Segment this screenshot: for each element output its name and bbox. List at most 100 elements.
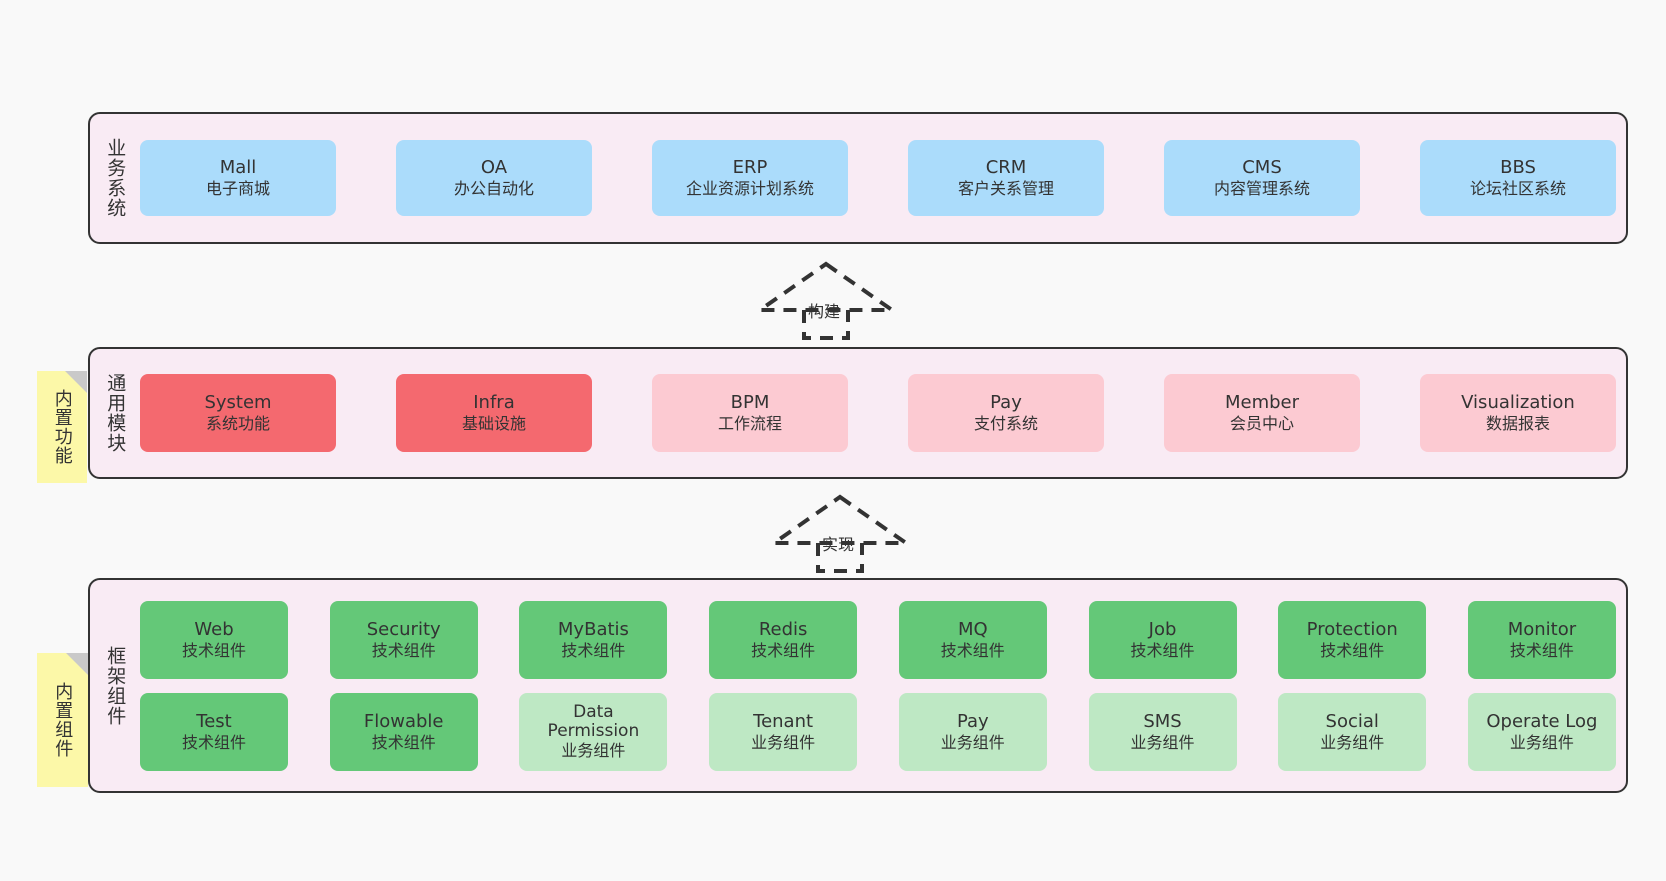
build-arrow-shape: [753, 261, 899, 340]
note-fold-corner-icon: [66, 653, 88, 675]
module-cn-label: 基础设施: [461, 414, 526, 434]
component-en-label: SMS: [1143, 710, 1182, 732]
component-en-label: Tenant: [753, 710, 814, 732]
component-cn-label: 业务组件: [1509, 732, 1574, 752]
module-box-bbs[interactable]: BBS 论坛社区系统: [1420, 140, 1616, 216]
module-cn-label: 支付系统: [973, 414, 1038, 434]
component-box-pay[interactable]: Pay 业务组件: [898, 692, 1047, 771]
common-modules-row: System 系统功能 Infra 基础设施 BPM 工作流程 Pay 支付系统…: [140, 374, 1616, 452]
module-en-label: OA: [480, 157, 508, 179]
component-en-label: Data Permission: [547, 701, 640, 741]
framework-business-row: Test 技术组件 Flowable 技术组件 Data Permission …: [140, 692, 1616, 771]
component-box-web[interactable]: Web 技术组件: [140, 600, 288, 679]
module-box-pay[interactable]: Pay 支付系统: [908, 374, 1104, 452]
sticky-note-label: 内置功能: [51, 389, 73, 465]
component-en-label: Web: [194, 618, 234, 640]
module-en-label: Visualization: [1461, 392, 1575, 414]
layer-business-systems: 业务系统 Mall 电子商城 OA 办公自动化 ERP 企业资源计划系统 CRM: [88, 112, 1628, 244]
module-cn-label: 电子商城: [205, 179, 270, 199]
module-en-label: Member: [1224, 392, 1300, 414]
module-box-crm[interactable]: CRM 客户关系管理: [908, 140, 1104, 216]
component-cn-label: 业务组件: [1130, 732, 1195, 752]
implement-arrow-label: 实现: [822, 535, 855, 554]
component-cn-label: 技术组件: [1509, 640, 1574, 660]
component-cn-label: 技术组件: [751, 640, 816, 660]
framework-technical-row: Web 技术组件 Security 技术组件 MyBatis 技术组件 Redi…: [140, 600, 1616, 679]
component-box-job[interactable]: Job 技术组件: [1088, 600, 1237, 679]
component-box-sms[interactable]: SMS 业务组件: [1088, 692, 1237, 771]
component-en-label: Monitor: [1507, 618, 1577, 640]
build-arrow: 构建: [753, 261, 899, 342]
module-box-oa[interactable]: OA 办公自动化: [396, 140, 592, 216]
component-cn-label: 技术组件: [371, 732, 436, 752]
module-box-bpm[interactable]: BPM 工作流程: [652, 374, 848, 452]
component-cn-label: 技术组件: [940, 640, 1005, 660]
component-cn-label: 业务组件: [751, 732, 816, 752]
component-box-mybatis[interactable]: MyBatis 技术组件: [519, 600, 668, 679]
note-fold-corner-icon: [65, 371, 87, 393]
module-en-label: Infra: [473, 392, 515, 414]
implement-arrow: 实现: [767, 494, 913, 575]
module-en-label: Mall: [219, 157, 257, 179]
component-cn-label: 业务组件: [561, 740, 626, 760]
component-box-monitor[interactable]: Monitor 技术组件: [1467, 600, 1616, 679]
module-en-label: System: [204, 392, 272, 414]
module-box-erp[interactable]: ERP 企业资源计划系统: [652, 140, 848, 216]
module-en-label: Pay: [990, 392, 1022, 414]
component-en-label: Redis: [758, 618, 808, 640]
layer-title-business-systems: 业务系统: [104, 138, 127, 218]
module-cn-label: 内容管理系统: [1213, 179, 1310, 199]
component-box-operate-log[interactable]: Operate Log 业务组件: [1467, 692, 1616, 771]
layer-title-framework-components: 框架组件: [104, 645, 127, 726]
component-box-tenant[interactable]: Tenant 业务组件: [709, 692, 858, 771]
component-cn-label: 技术组件: [561, 640, 626, 660]
module-box-system[interactable]: System 系统功能: [140, 374, 336, 452]
module-cn-label: 工作流程: [717, 414, 782, 434]
component-en-label: Job: [1148, 618, 1177, 640]
component-en-label: Pay: [956, 710, 989, 732]
component-en-label: Protection: [1306, 618, 1398, 640]
layer-title-common-modules: 通用模块: [104, 373, 127, 453]
component-en-label: MyBatis: [557, 618, 629, 640]
layer-body-common-modules: System 系统功能 Infra 基础设施 BPM 工作流程 Pay 支付系统…: [140, 349, 1626, 477]
component-box-protection[interactable]: Protection 技术组件: [1278, 600, 1427, 679]
module-cn-label: 办公自动化: [453, 179, 534, 199]
implement-arrow-shape: [767, 494, 913, 573]
module-box-mall[interactable]: Mall 电子商城: [140, 140, 336, 216]
module-box-infra[interactable]: Infra 基础设施: [396, 374, 592, 452]
component-box-redis[interactable]: Redis 技术组件: [709, 600, 858, 679]
module-en-label: ERP: [732, 157, 768, 179]
module-en-label: CRM: [985, 157, 1027, 179]
module-en-label: BPM: [730, 392, 770, 414]
component-box-social[interactable]: Social 业务组件: [1278, 692, 1427, 771]
component-box-data-permission[interactable]: Data Permission 业务组件: [519, 692, 668, 771]
layer-common-modules: 通用模块 System 系统功能 Infra 基础设施 BPM 工作流程 Pay: [88, 347, 1628, 479]
module-cn-label: 客户关系管理: [957, 179, 1054, 199]
module-cn-label: 企业资源计划系统: [685, 179, 814, 199]
component-box-test[interactable]: Test 技术组件: [140, 692, 288, 771]
sticky-note-builtin-components: 内置组件: [37, 653, 88, 787]
module-box-member[interactable]: Member 会员中心: [1164, 374, 1360, 452]
component-box-security[interactable]: Security 技术组件: [329, 600, 478, 679]
component-en-label: Operate Log: [1486, 710, 1598, 732]
component-box-flowable[interactable]: Flowable 技术组件: [329, 692, 478, 771]
module-cn-label: 会员中心: [1229, 414, 1294, 434]
component-cn-label: 业务组件: [1320, 732, 1385, 752]
sticky-note-label: 内置组件: [52, 682, 74, 758]
module-box-cms[interactable]: CMS 内容管理系统: [1164, 140, 1360, 216]
component-cn-label: 技术组件: [371, 640, 436, 660]
module-en-label: BBS: [1500, 157, 1536, 179]
component-cn-label: 业务组件: [940, 732, 1005, 752]
sticky-note-builtin-features: 内置功能: [37, 371, 87, 483]
component-en-label: Social: [1325, 710, 1379, 732]
module-en-label: CMS: [1242, 157, 1282, 179]
module-box-visualization[interactable]: Visualization 数据报表: [1420, 374, 1616, 452]
module-cn-label: 系统功能: [205, 414, 270, 434]
component-en-label: Security: [366, 618, 441, 640]
layer-body-framework-components: Web 技术组件 Security 技术组件 MyBatis 技术组件 Redi…: [140, 580, 1626, 791]
component-cn-label: 技术组件: [1320, 640, 1385, 660]
component-en-label: MQ: [957, 618, 988, 640]
component-cn-label: 技术组件: [181, 732, 246, 752]
component-box-mq[interactable]: MQ 技术组件: [898, 600, 1047, 679]
